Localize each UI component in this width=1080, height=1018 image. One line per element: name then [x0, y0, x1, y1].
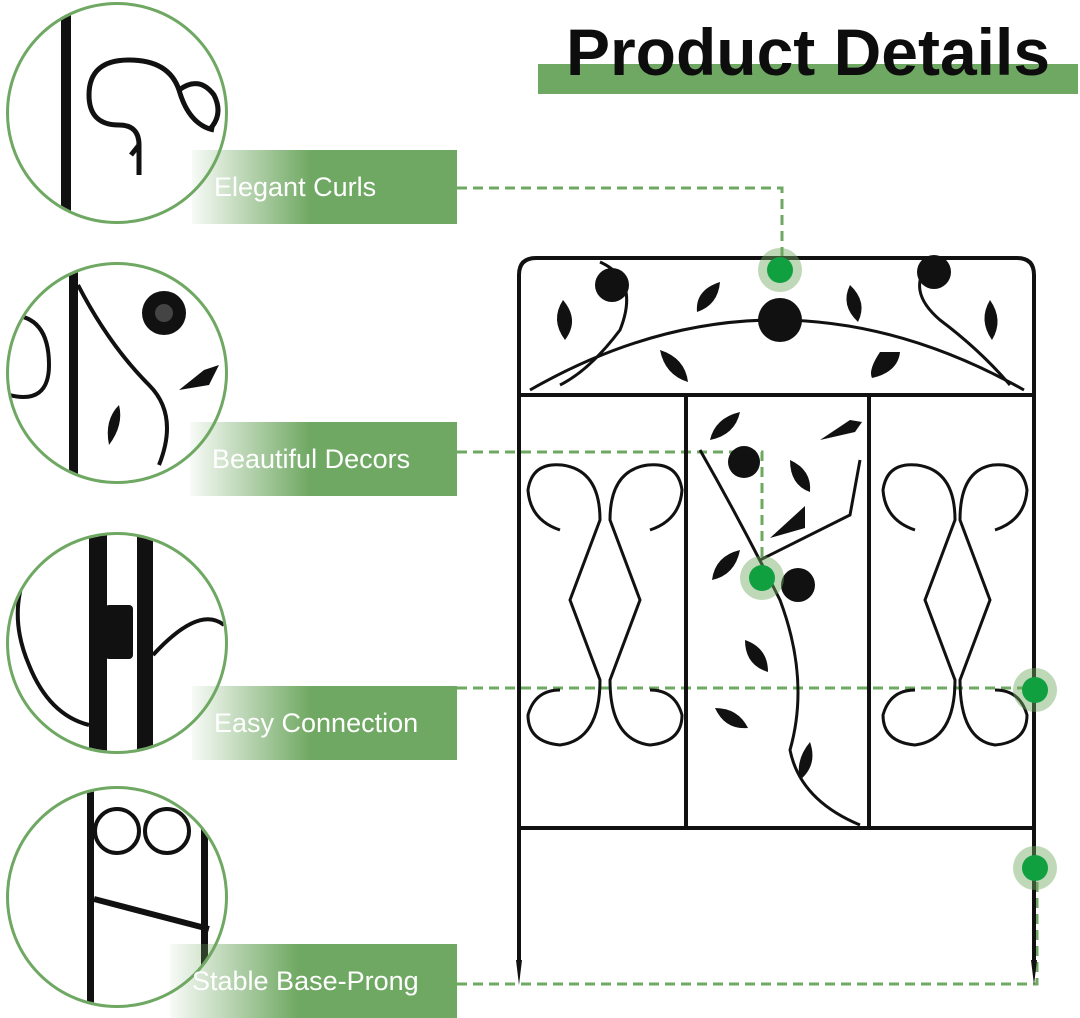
highlight-dots	[740, 248, 1057, 890]
feature-label-elegant-curls: Elegant Curls	[192, 150, 457, 224]
dashed-connectors	[457, 186, 1039, 986]
detail-circle-connection	[6, 532, 228, 754]
decors-closeup-image	[9, 265, 219, 481]
title-underline-bar	[538, 64, 1078, 94]
curls-closeup-image	[61, 5, 221, 221]
fence-scrolls	[526, 260, 1029, 827]
fence-frame	[517, 256, 1036, 960]
title-block: Product Details	[538, 8, 1078, 96]
fence-prongs	[516, 960, 1037, 985]
feature-label-stable-base-prong: Stable Base-Prong	[170, 944, 457, 1018]
detail-circle-curls	[6, 2, 228, 224]
fence-leaves-flowers	[556, 255, 998, 780]
feature-label-easy-connection: Easy Connection	[192, 686, 457, 760]
page-title: Product Details	[565, 15, 1051, 89]
feature-label-beautiful-decors: Beautiful Decors	[190, 422, 457, 496]
detail-circle-decors	[6, 262, 228, 484]
prong-closeup-image	[87, 789, 210, 1005]
